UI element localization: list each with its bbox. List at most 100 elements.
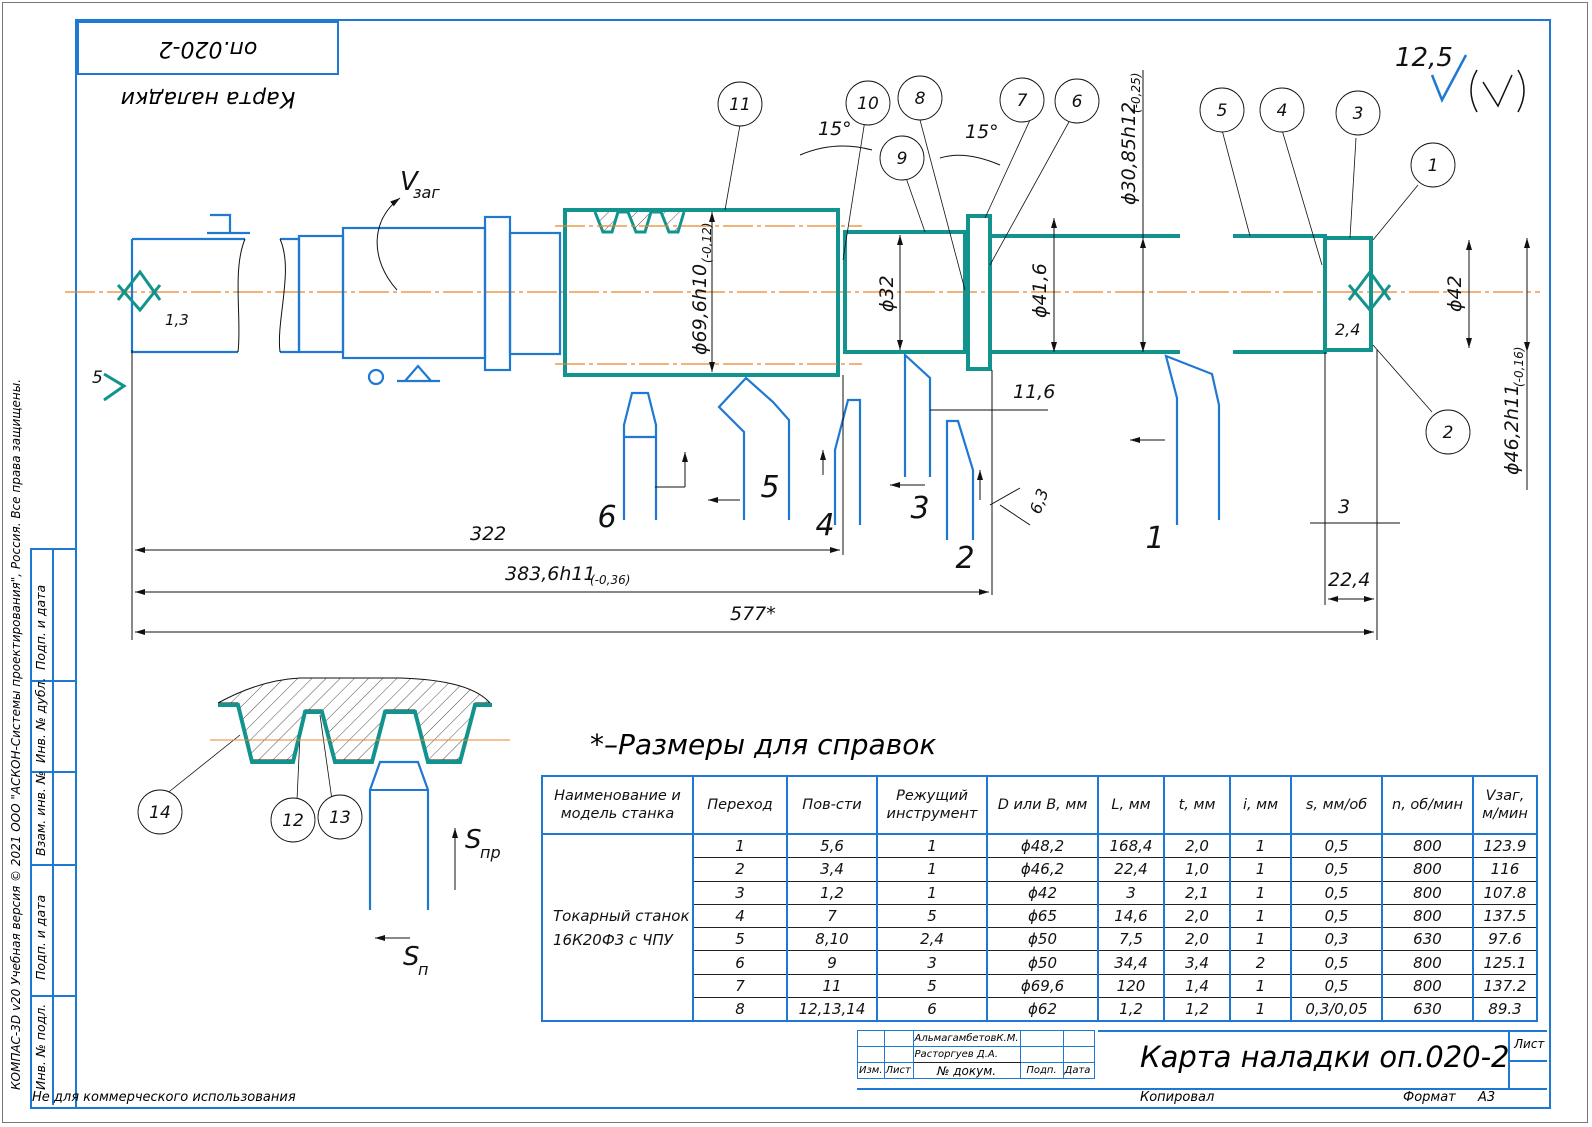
table-cell: ϕ62 xyxy=(986,997,1099,1023)
table-cell: 1 xyxy=(1229,881,1292,905)
table-cell: 2 xyxy=(692,857,788,882)
table-cell: 1,0 xyxy=(1163,857,1231,882)
table-cell: 4 xyxy=(692,904,788,929)
tool-label-1: 1 xyxy=(1145,521,1164,556)
format-value: A3 xyxy=(1478,1090,1496,1105)
tool-3 xyxy=(903,352,932,477)
dim-22-4: 22,4 xyxy=(1328,569,1370,591)
bottom-line xyxy=(857,1088,1547,1090)
support-circle xyxy=(367,368,385,386)
machined-part xyxy=(563,208,1373,377)
support-5: 5 xyxy=(92,368,103,388)
table-cell: 0,3 xyxy=(1290,927,1383,952)
table-cell: 1 xyxy=(1229,927,1292,952)
table-cell: 123.9 xyxy=(1472,834,1538,859)
tool-6 xyxy=(622,391,658,520)
dim-d69: ϕ69,6h10 xyxy=(689,264,711,355)
table-cell: 22,4 xyxy=(1097,857,1165,882)
table-cell: 125.1 xyxy=(1472,950,1538,975)
machine-name: Токарный станок 16К20Ф3 с ЧПУ xyxy=(541,834,694,1023)
dim-322: 322 xyxy=(470,523,506,545)
dim-d30-tol: (-0,25) xyxy=(1129,73,1143,113)
title-block-stamp: АльмагамбетовК.М. Расторгуев Д.А. Изм. Л… xyxy=(857,1030,1095,1079)
tool-1 xyxy=(1164,354,1221,525)
dim-d46: ϕ46,2h11 xyxy=(1501,384,1523,475)
col-date: Дата xyxy=(1062,1062,1095,1079)
header-machine: Наименование и модель станка xyxy=(541,775,694,835)
copied-label: Копировал xyxy=(1140,1090,1215,1105)
table-cell: 12,13,14 xyxy=(786,997,878,1023)
dim-11-6: 11,6 xyxy=(1013,381,1055,403)
leader-14: 14 xyxy=(149,803,171,823)
table-cell: 5 xyxy=(876,904,988,929)
table-cell: 1,2 xyxy=(786,881,878,905)
header-feed: s, мм/об xyxy=(1290,775,1383,835)
leader-6: 6 xyxy=(1072,92,1083,112)
sp-label: S xyxy=(403,942,420,972)
table-cell: 2,0 xyxy=(1163,927,1231,952)
table-cell: 11 xyxy=(786,974,878,999)
operations-table: Наименование и модель станка Переход Пов… xyxy=(541,775,1538,1023)
thread-section-detail xyxy=(210,677,510,941)
table-cell: 7 xyxy=(786,904,878,929)
leader-10: 10 xyxy=(857,94,879,114)
leader-circles xyxy=(137,75,1471,843)
rotation-arrow xyxy=(376,197,401,291)
table-cell: 2,0 xyxy=(1163,904,1231,929)
spr-label: S xyxy=(465,825,482,855)
header-passes: i, мм xyxy=(1229,775,1292,835)
table-cell: 800 xyxy=(1381,950,1474,975)
leader-4: 4 xyxy=(1277,101,1288,121)
header-depth: t, мм xyxy=(1163,775,1231,835)
dim-d46-tol: (-0,16) xyxy=(1512,347,1526,387)
break-line-2 xyxy=(278,238,286,353)
table-cell: 630 xyxy=(1381,927,1474,952)
tool-label-3: 3 xyxy=(910,491,929,526)
tool-4 xyxy=(833,398,862,525)
reference-note: *–Размеры для справок xyxy=(590,728,937,761)
table-cell: 3 xyxy=(1097,881,1165,905)
tool-label-4: 4 xyxy=(815,508,834,543)
thread-profile xyxy=(593,210,686,234)
developer-name: АльмагамбетовК.М. xyxy=(912,1030,1021,1047)
leader-9: 9 xyxy=(897,149,908,169)
leader-8: 8 xyxy=(915,89,926,109)
checker-name: Расторгуев Д.А. xyxy=(912,1046,1021,1063)
vzag-sub: заг xyxy=(413,183,440,202)
table-cell: ϕ48,2 xyxy=(986,834,1099,859)
table-cell: 1 xyxy=(1229,974,1292,999)
table-cell: 0,5 xyxy=(1290,950,1383,975)
table-cell: 1,4 xyxy=(1163,974,1231,999)
header-rpm: n, об/мин xyxy=(1381,775,1474,835)
table-cell: 2,0 xyxy=(1163,834,1231,859)
table-cell: 1 xyxy=(1229,904,1292,929)
table-cell: 1 xyxy=(876,857,988,882)
tool-2 xyxy=(945,419,975,540)
table-cell: 800 xyxy=(1381,974,1474,999)
table-header-row: Наименование и модель станка Переход Пов… xyxy=(541,775,1538,835)
table-cell: 137.5 xyxy=(1472,904,1538,929)
table-cell: 1 xyxy=(876,834,988,859)
roughness-check-icon xyxy=(1430,54,1468,103)
table-cell: 0,5 xyxy=(1290,834,1383,859)
side-sep-2 xyxy=(30,771,75,773)
dimension-texts: 322 383,6h11 (-0,36) 577* 11,6 3 22,4 2,… xyxy=(92,43,1526,979)
table-cell: 8 xyxy=(692,997,788,1023)
support-triangle xyxy=(397,364,440,383)
format-label: Формат xyxy=(1403,1090,1456,1105)
table-cell: 1 xyxy=(1229,834,1292,859)
vzag-label: V xyxy=(400,167,420,197)
table-cell: 0,5 xyxy=(1290,881,1383,905)
dim-3: 3 xyxy=(1338,496,1350,518)
table-cell: 5 xyxy=(692,927,788,952)
table-cell: 107.8 xyxy=(1472,881,1538,905)
table-cell: 2,4 xyxy=(876,927,988,952)
table-cell: 3,4 xyxy=(1163,950,1231,975)
